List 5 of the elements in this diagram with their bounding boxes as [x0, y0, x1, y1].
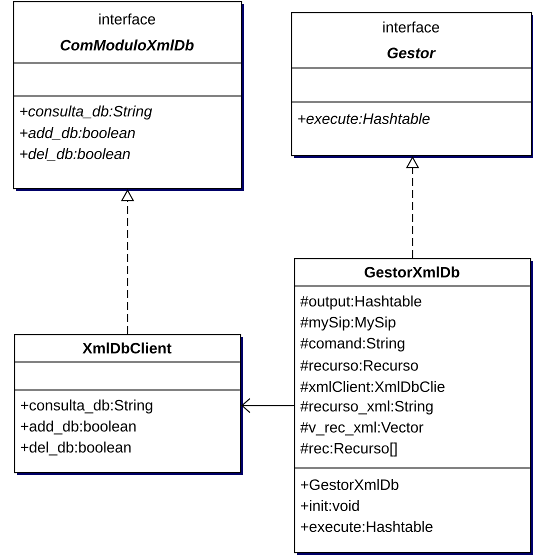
arrow: [241, 398, 294, 413]
class-box: XmlDbClient +consulta_db:String +add_db:boolean +del_db:boolean: [14, 334, 243, 475]
class-box: GestorXmlDb #output:Hashtable #mySip:MySip #comand:String #recurso:Recurso #xmlClient:XmlDbClie #recurso_xml:String #v_rec_xml:Vector #rec:Recurso[] +GestorXmlDb +init:void +execute:Hashtable: [294, 258, 533, 555]
class-box: interface ComModuloXmlDb +consulta_db:String +add_db:boolean +del_db:boolean: [13, 1, 244, 191]
class-box: interface Gestor +execute:Hashtable: [291, 12, 533, 158]
